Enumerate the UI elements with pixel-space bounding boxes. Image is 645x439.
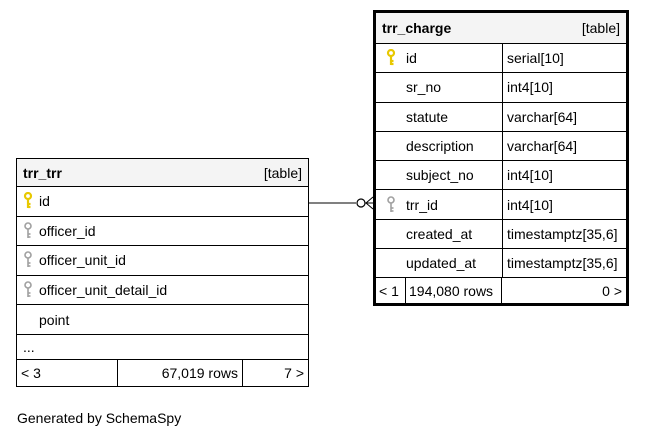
column-row-officer-unit-id[interactable]: officer_unit_id (17, 246, 308, 276)
column-name: point (39, 311, 70, 328)
column-list: id serial[10] sr_no int4[10] statute varchar[… (376, 44, 626, 279)
column-name: description (406, 138, 474, 155)
row-count: 67,019 rows (118, 359, 243, 386)
column-name: officer_unit_id (39, 252, 126, 269)
table-header: trr_trr [table] (17, 159, 308, 187)
parents-count[interactable]: < 3 (17, 359, 118, 386)
column-name: sr_no (406, 79, 442, 96)
column-name: trr_id (406, 196, 438, 213)
column-row-id[interactable]: id serial[10] (376, 44, 626, 74)
column-name: created_at (406, 225, 473, 242)
column-type: timestamptz[35,6] (502, 249, 626, 278)
column-name: id (39, 193, 50, 210)
foreign-key-icon (17, 281, 39, 299)
column-row-id[interactable]: id (17, 187, 308, 217)
more-columns: ... (17, 335, 308, 360)
column-type: timestamptz[35,6] (502, 219, 626, 249)
column-row-created-at[interactable]: created_at timestamptz[35,6] (376, 219, 626, 250)
primary-key-icon (376, 49, 406, 67)
column-name: id (406, 50, 417, 67)
column-row-trr-id[interactable]: trr_id int4[10] (376, 190, 626, 220)
column-row-statute[interactable]: statute varchar[64] (376, 102, 626, 132)
column-name: statute (406, 108, 449, 125)
column-type: serial[10] (502, 44, 626, 73)
foreign-key-icon (376, 195, 406, 214)
column-row-updated-at[interactable]: updated_at timestamptz[35,6] (376, 249, 626, 279)
column-row-point[interactable]: point (17, 305, 308, 335)
foreign-key-icon (17, 222, 39, 240)
column-row-officer-unit-detail-id[interactable]: officer_unit_detail_id (17, 276, 308, 306)
column-row-subject-no[interactable]: subject_no int4[10] (376, 161, 626, 191)
column-row-officer-id[interactable]: officer_id (17, 217, 308, 247)
column-name: subject_no (406, 167, 474, 184)
table-trr-trr[interactable]: trr_trr [table] id officer_id officer_unit… (16, 158, 309, 387)
column-type: int4[10] (502, 161, 626, 190)
parents-count[interactable]: < 1 (376, 278, 406, 304)
column-name: officer_unit_detail_id (39, 282, 168, 299)
foreign-key-icon (17, 251, 39, 269)
column-list: id officer_id officer_unit_id officer_unit_… (17, 187, 308, 335)
table-kind: [table] (263, 164, 302, 181)
table-footer: < 1 194,080 rows 0 > (376, 278, 626, 304)
row-count: 194,080 rows (406, 278, 502, 304)
table-name: trr_trr (23, 164, 62, 181)
column-row-description[interactable]: description varchar[64] (376, 131, 626, 162)
column-type: int4[10] (502, 73, 626, 102)
table-header: trr_charge [table] (376, 13, 626, 44)
column-type: varchar[64] (502, 131, 626, 161)
column-type: int4[10] (502, 190, 626, 219)
table-trr-charge[interactable]: trr_charge [table] id serial[10] sr_no int4… (373, 10, 629, 307)
table-name: trr_charge (382, 20, 452, 36)
column-name: updated_at (406, 255, 477, 272)
column-row-sr-no[interactable]: sr_no int4[10] (376, 73, 626, 103)
children-count[interactable]: 0 > (602, 282, 622, 299)
table-kind: [table] (581, 20, 620, 36)
column-name: officer_id (39, 222, 96, 239)
table-footer: < 3 67,019 rows 7 > (17, 359, 308, 386)
column-type: varchar[64] (502, 102, 626, 131)
ellipsis-text: ... (23, 338, 35, 355)
generated-by-text: Generated by SchemaSpy (17, 410, 182, 426)
primary-key-icon (17, 192, 39, 210)
children-count[interactable]: 7 > (284, 364, 304, 381)
